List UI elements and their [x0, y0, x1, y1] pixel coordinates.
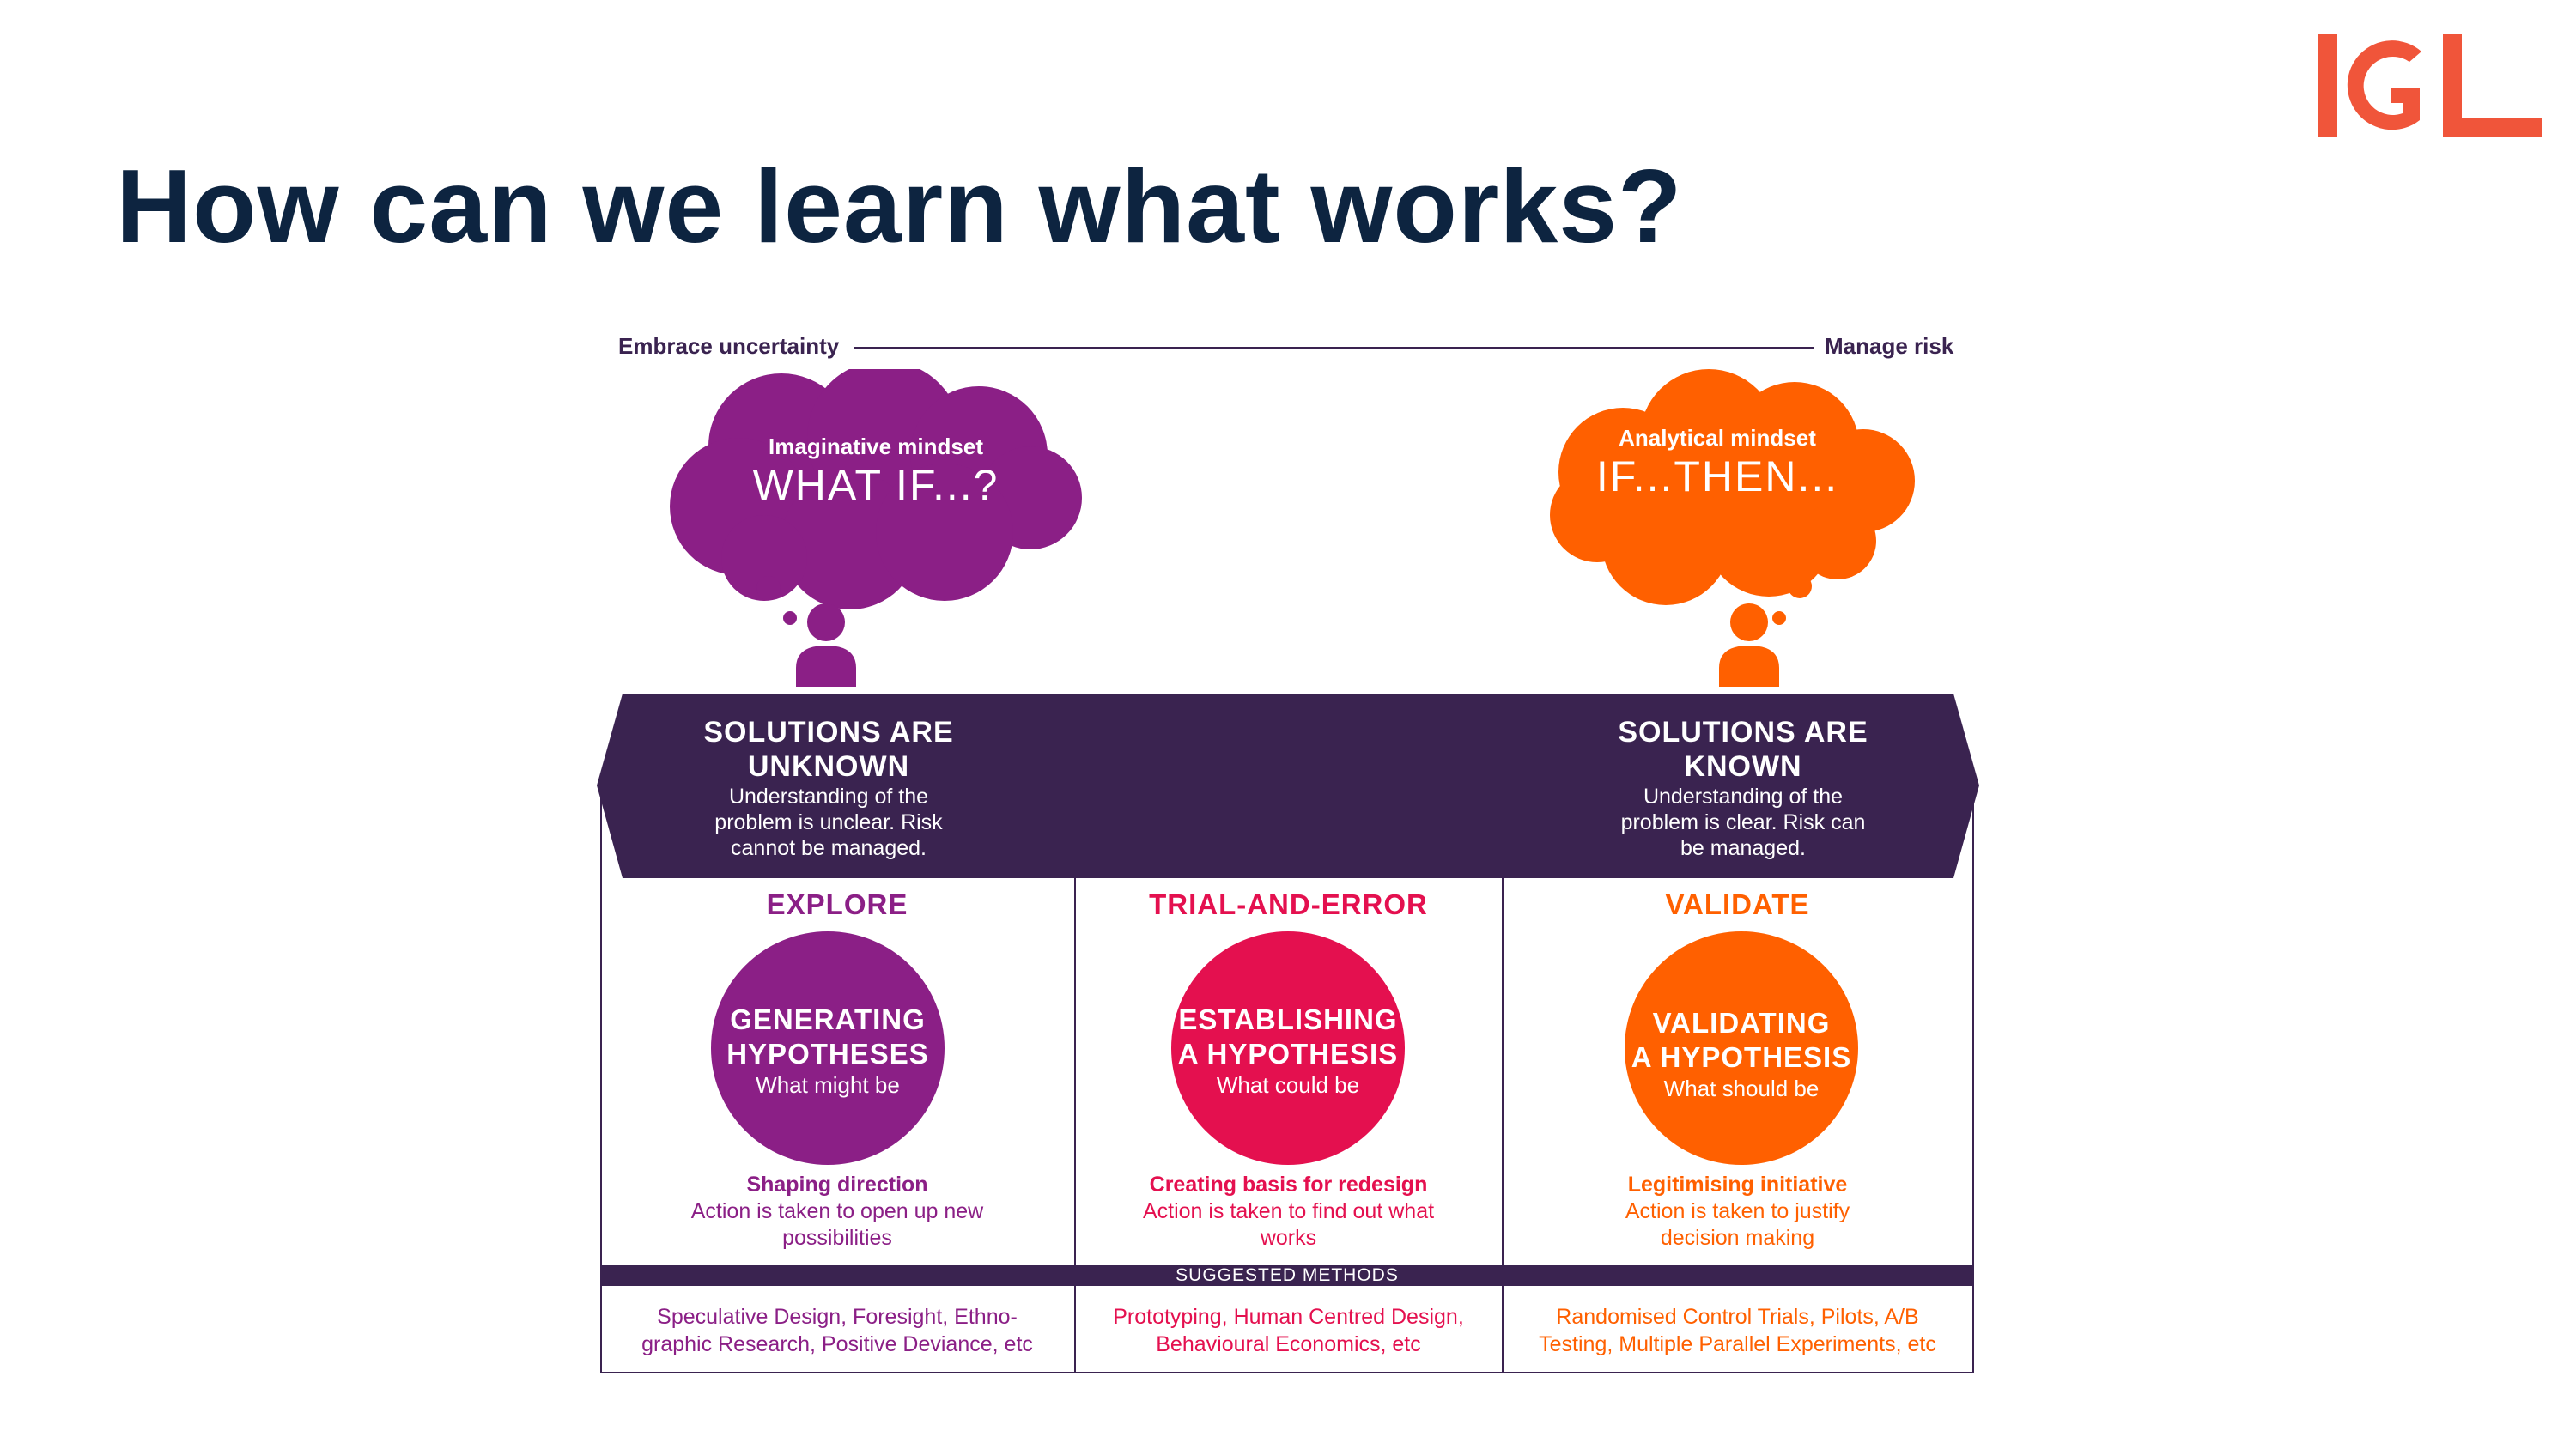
- mindset-phrase: WHAT IF...?: [752, 461, 999, 509]
- grid-line: [1502, 878, 1504, 1373]
- person-icon: [1719, 603, 1779, 687]
- methods-label: SUGGESTED METHODS: [1176, 1265, 1399, 1285]
- column-heading: EXPLORE: [766, 888, 908, 920]
- hypothesis-circle: [711, 931, 945, 1165]
- column-heading: VALIDATE: [1665, 888, 1810, 920]
- imaginative-mindset-text: Imaginative mindset WHAT IF...?: [687, 433, 1065, 510]
- hypothesis-circle: [1625, 931, 1858, 1165]
- circle-subtitle: What could be: [1216, 1072, 1360, 1098]
- banner-body: Understanding of the problem is unclear.…: [714, 785, 943, 860]
- outcome-title: Legitimising initiative: [1627, 1173, 1848, 1197]
- methods-list: Speculative Design, Foresight, Ethno- gr…: [641, 1305, 1033, 1356]
- circle-subtitle: What might be: [756, 1072, 900, 1098]
- grid-line: [1074, 878, 1076, 1373]
- circle-title: VALIDATING A HYPOTHESIS: [1631, 1007, 1852, 1073]
- grid-line: [1972, 788, 1974, 1373]
- circle-subtitle: What should be: [1663, 1076, 1820, 1101]
- circle-title: ESTABLISHING A HYPOTHESIS: [1177, 1003, 1399, 1070]
- igl-logo: [2318, 34, 2542, 137]
- methods-list: Randomised Control Trials, Pilots, A/B T…: [1539, 1305, 1936, 1356]
- outcome-body: Action is taken to find out what works: [1142, 1199, 1435, 1250]
- column-heading: TRIAL-AND-ERROR: [1149, 888, 1428, 920]
- solutions-banner: [597, 694, 1979, 878]
- solutions-unknown: SOLUTIONS ARE UNKNOWN Understanding of t…: [670, 715, 987, 861]
- methods-list: Prototyping, Human Centred Design, Behav…: [1113, 1305, 1464, 1356]
- circle-label: VALIDATING A HYPOTHESIS What should be: [1625, 1006, 1858, 1102]
- spectrum-left-label: Embrace uncertainty: [618, 333, 840, 359]
- banner-body: Understanding of the problem is clear. R…: [1620, 785, 1866, 860]
- circle-label: GENERATING HYPOTHESES What might be: [711, 1003, 945, 1099]
- circle-label: ESTABLISHING A HYPOTHESIS What could be: [1171, 1003, 1405, 1099]
- methods-bar: [601, 1265, 1973, 1286]
- person-icon: [796, 603, 856, 687]
- grid-line: [600, 788, 602, 1373]
- thought-cloud-icon: [1550, 369, 1915, 625]
- spectrum-line: [854, 347, 1814, 349]
- solutions-known: SOLUTIONS ARE KNOWN Understanding of the…: [1584, 715, 1902, 861]
- outcome-title: Creating basis for redesign: [1149, 1173, 1428, 1197]
- banner-heading: SOLUTIONS ARE KNOWN: [1618, 716, 1868, 783]
- mindset-label: Analytical mindset: [1619, 425, 1816, 451]
- banner-heading: SOLUTIONS ARE UNKNOWN: [703, 716, 954, 783]
- mindset-label: Imaginative mindset: [769, 433, 983, 459]
- slide-title: How can we learn what works?: [116, 148, 1683, 264]
- outcome-title: Shaping direction: [746, 1173, 928, 1197]
- outcome: Shaping direction Action is taken to ope…: [601, 1171, 1073, 1252]
- outcome-body: Action is taken to open up new possibili…: [690, 1199, 984, 1250]
- outcome: Creating basis for redesign Action is ta…: [1075, 1171, 1502, 1252]
- outcome-body: Action is taken to justify decision maki…: [1625, 1199, 1850, 1250]
- thought-cloud-icon: [670, 369, 1082, 625]
- outcome: Legitimising initiative Action is taken …: [1503, 1171, 1972, 1252]
- analytical-mindset-text: Analytical mindset IF...THEN...: [1546, 425, 1889, 501]
- grid-line: [600, 1372, 1974, 1373]
- hypothesis-circle: [1171, 931, 1405, 1165]
- spectrum-right-label: Manage risk: [1825, 333, 1954, 359]
- circle-title: GENERATING HYPOTHESES: [726, 1003, 929, 1070]
- mindset-phrase: IF...THEN...: [1595, 452, 1839, 500]
